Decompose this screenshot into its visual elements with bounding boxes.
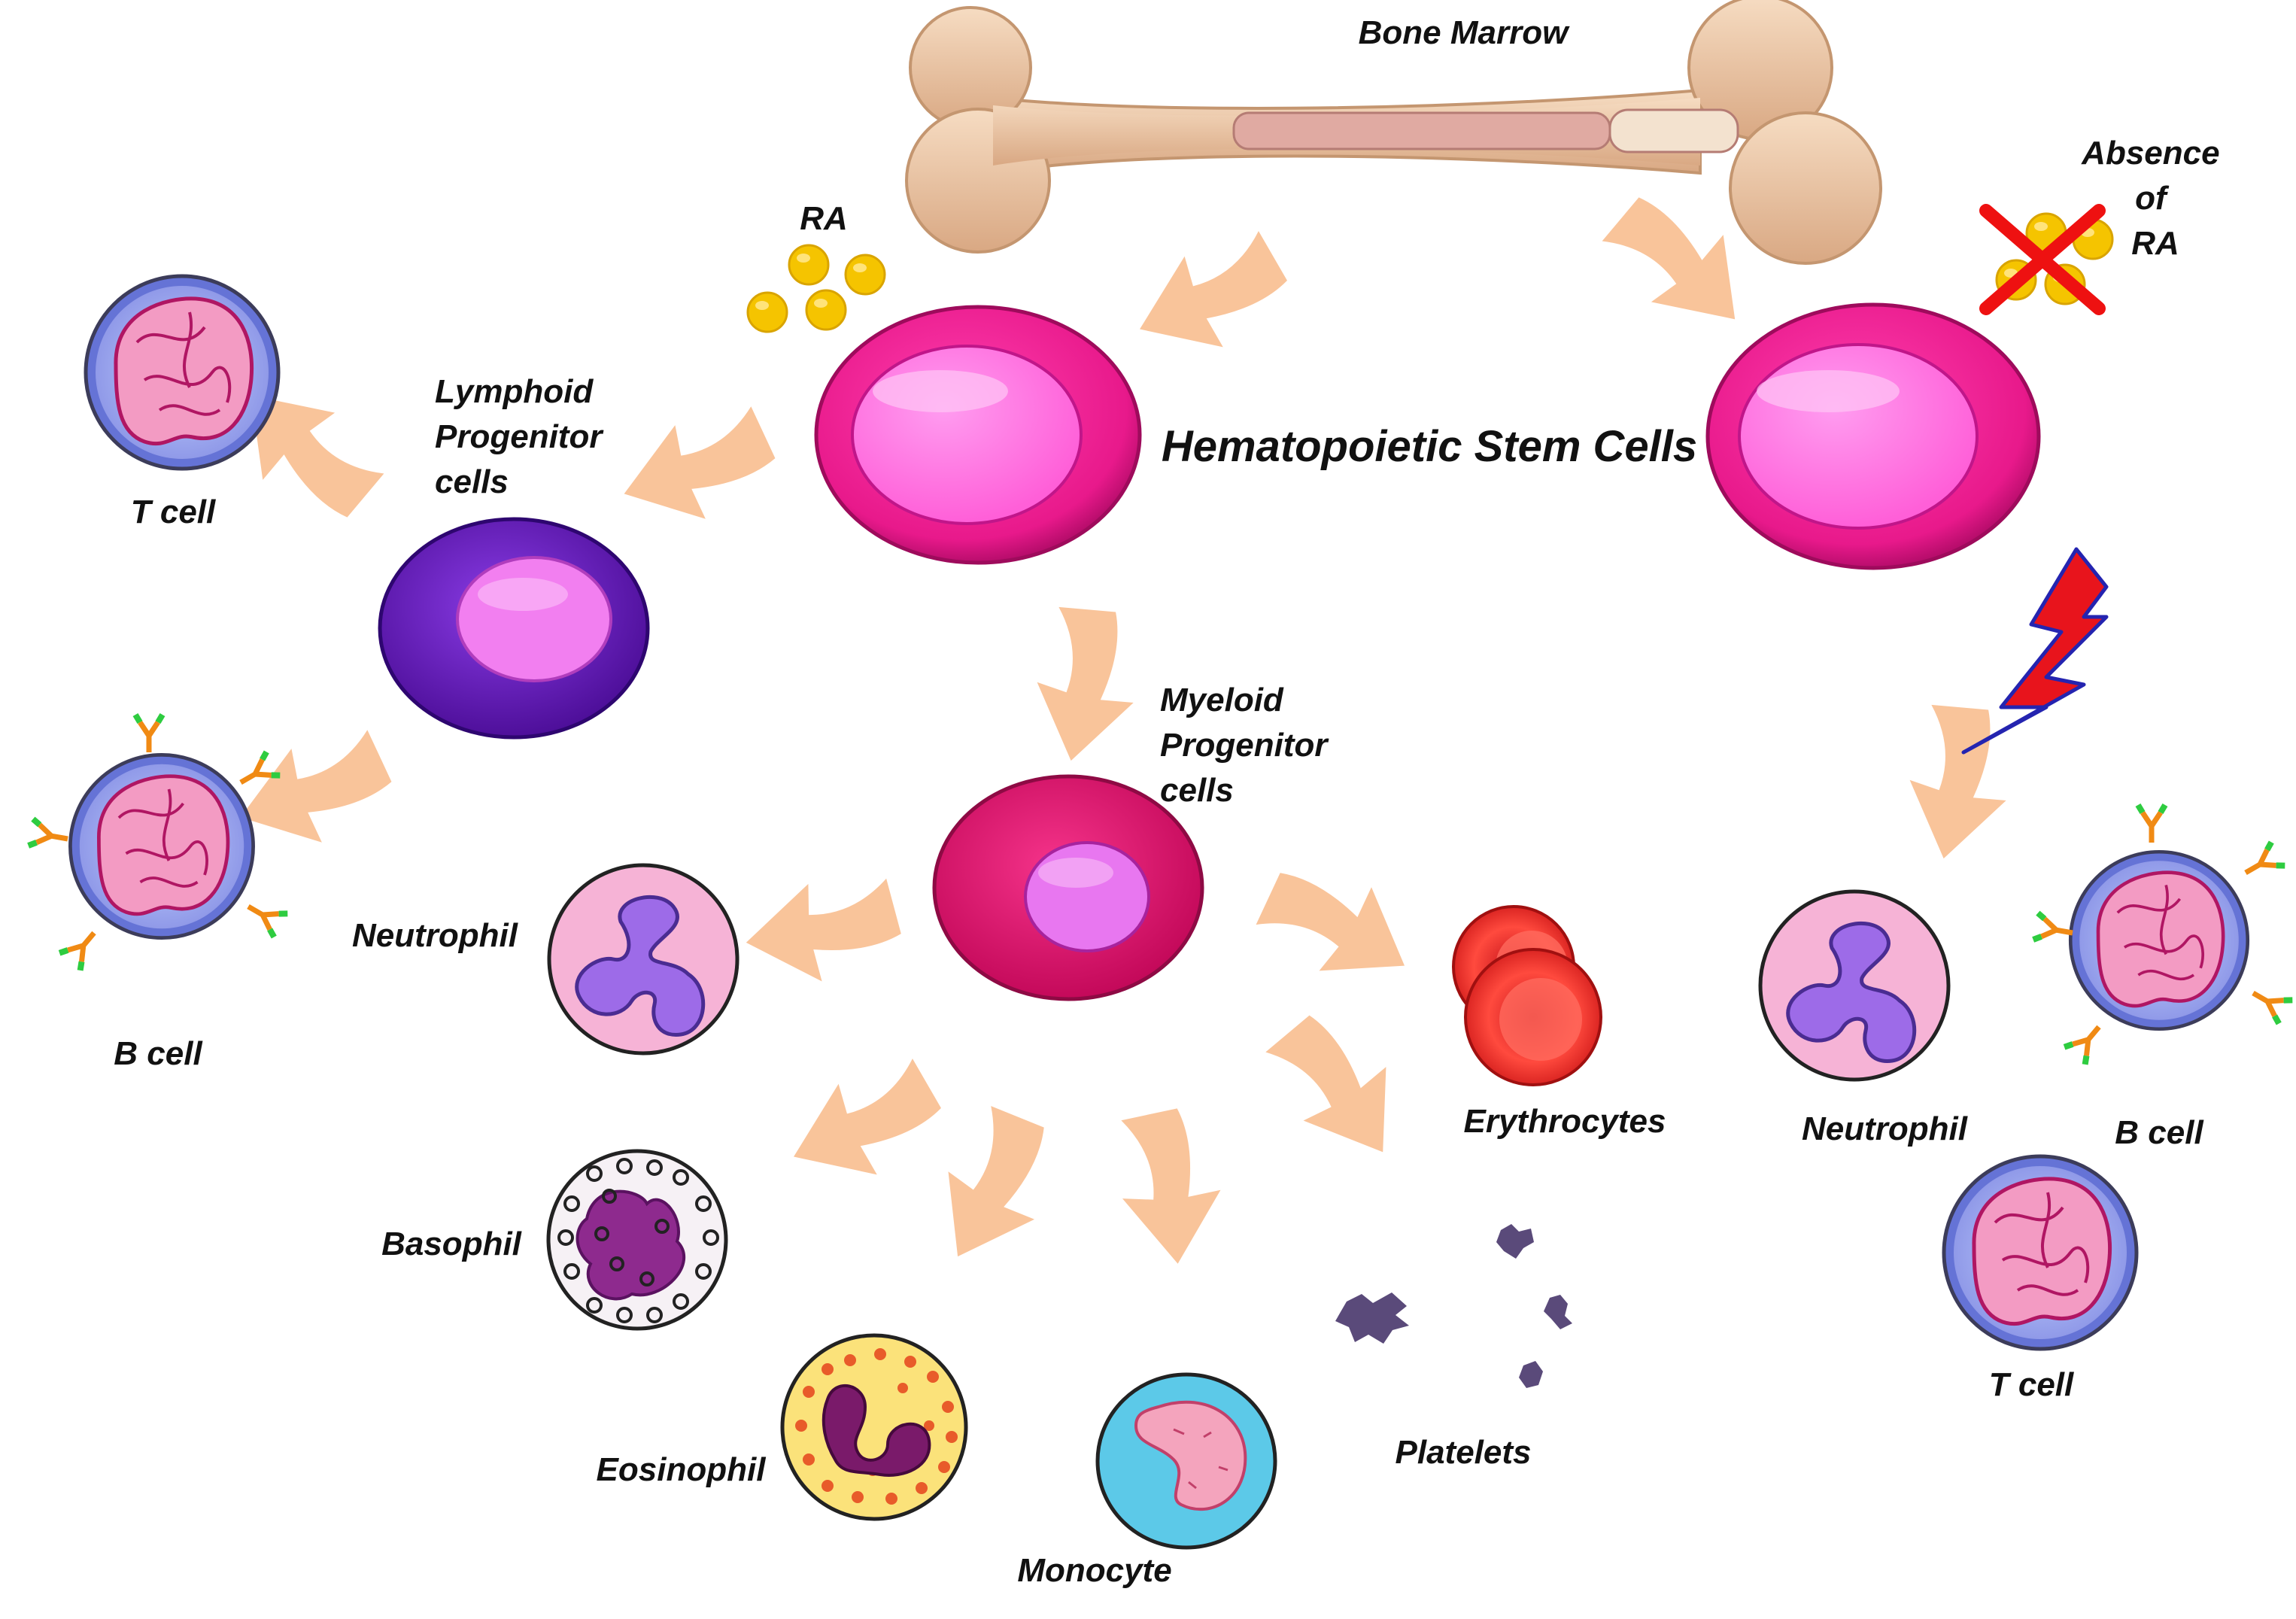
erythrocytes [1452,905,1602,1086]
hsc-cell-left [814,305,1142,565]
neutrophil-left [549,865,737,1053]
b-cell-right-label: B cell [2115,1114,2203,1151]
platelets [1335,1224,1572,1388]
arrow-hsc-to-myeloid [1030,606,1141,766]
myeloid-progenitor-cell [932,774,1204,1001]
arrow-myeloid-to-monocyte [1106,1103,1234,1272]
arrow-myeloid-to-platelets [1254,998,1427,1179]
bone-marrow-label: Bone Marrow [1359,14,1570,51]
eosinophil-label: Eosinophil [597,1451,767,1488]
arrow-hsc-to-lymphoid [606,393,786,546]
erythrocytes-label: Erythrocytes [1463,1103,1666,1140]
arrow-myeloid-to-erythrocytes [1250,849,1429,1003]
ra-molecules [746,244,886,333]
absence-of-ra-label: Absence of RA [2081,135,2229,262]
neutrophil-right-label: Neutrophil [1802,1110,1968,1147]
t-cell-right [1944,1156,2137,1349]
myeloid-label: Myeloid Progenitor cells [1160,682,1337,809]
monocyte-label: Monocyte [1017,1552,1171,1589]
b-cell-left-label: B cell [114,1035,202,1072]
ra-label: RA [800,200,848,237]
basophil-label: Basophil [381,1226,522,1262]
cross-icon [1979,204,2106,315]
neutrophil-left-label: Neutrophil [352,917,518,954]
b-cell-left [29,715,288,970]
hsc-label: Hematopoietic Stem Cells [1162,422,1697,471]
monocyte [1095,1372,1277,1550]
eosinophil [780,1333,968,1521]
platelets-label: Platelets [1396,1434,1532,1471]
lymphoid-label: Lymphoid Progenitor cells [435,373,612,500]
arrow-myeloid-to-basophil [773,1045,954,1207]
t-cell-left-label: T cell [131,494,216,530]
neutrophil-right [1760,892,1948,1080]
b-cell-right [2033,805,2293,1065]
lightning-icon [1961,547,2109,755]
arrow-bone-to-hsc [1119,217,1300,379]
hsc-cell-right [1705,302,2041,570]
t-cell-right-label: T cell [1989,1366,2074,1403]
basophil [546,1149,728,1331]
arrow-myeloid-to-neutrophil [735,864,908,998]
bone-marrow-bone [905,0,1882,265]
t-cell-left [86,276,278,469]
lymphoid-progenitor-cell [378,517,650,740]
arrow-myeloid-to-eosinophil [920,1100,1068,1278]
arrow-hsc-right-to-cells [1903,703,2014,864]
